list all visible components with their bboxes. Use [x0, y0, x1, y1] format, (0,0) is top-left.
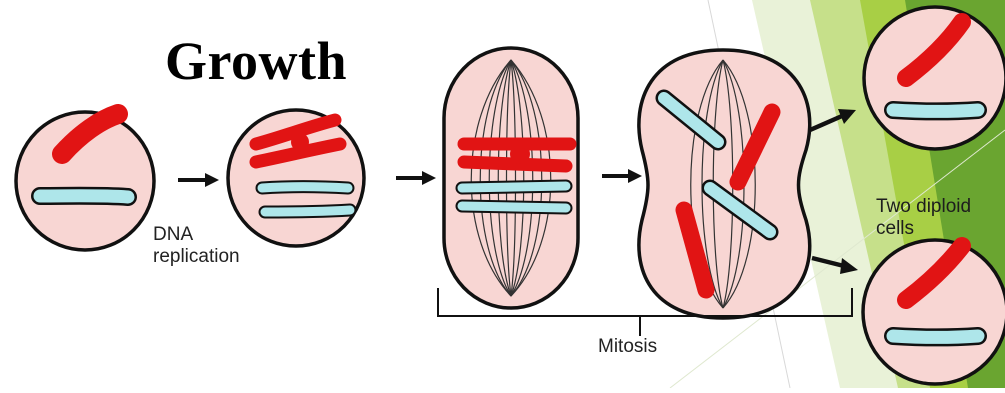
- parent-cell: [16, 112, 154, 250]
- mitosis-label: Mitosis: [598, 336, 657, 358]
- two-diploid-cells-label: Two diploid cells: [876, 196, 971, 240]
- label-line: cells: [876, 218, 971, 240]
- label-line: Two diploid: [876, 196, 971, 218]
- blue-chromosome: [462, 186, 566, 188]
- label-line: replication: [153, 246, 240, 268]
- daughter-cell-top: [864, 7, 1005, 149]
- blue-chromatid: [262, 187, 348, 189]
- blue-chromosome: [893, 336, 978, 338]
- page-title: Growth: [165, 30, 347, 92]
- arrow-icon: [602, 169, 642, 183]
- blue-chromosome: [40, 196, 128, 197]
- dna-replication-label: DNA replication: [153, 224, 240, 268]
- metaphase-cell: [444, 48, 578, 308]
- daughter-cell-bottom: [863, 240, 1005, 384]
- replicated-cell: [228, 110, 364, 246]
- label-line: DNA: [153, 224, 240, 246]
- anaphase-cell: [639, 50, 810, 318]
- blue-chromosome: [893, 110, 978, 112]
- arrow-icon: [396, 171, 436, 185]
- blue-chromatid: [265, 210, 350, 212]
- arrow-icon: [178, 173, 219, 187]
